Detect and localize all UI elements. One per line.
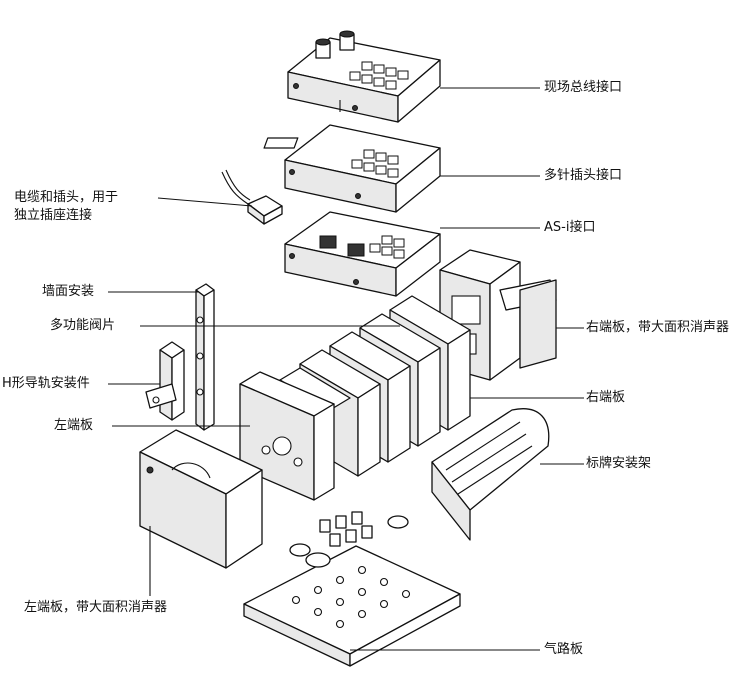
leader-lines (108, 87, 584, 651)
cable-plug (221, 169, 283, 225)
label-right-endplate-silencer: 右端板，带大面积消声器 (586, 320, 730, 335)
multipin-module (263, 124, 441, 213)
left-endplate-silencer (139, 429, 263, 569)
wall-mount (195, 283, 215, 431)
label-base-plate: 气路板 (544, 642, 584, 657)
h-rail-bracket (145, 341, 185, 421)
label-wall-mount: 墙面安装 (42, 284, 95, 299)
label-cable-plug-line2: 独立插座连接 (14, 208, 93, 223)
label-h-rail-mount: H形导轨安装件 (2, 376, 90, 391)
sign-holder (431, 408, 550, 541)
asi-module (284, 211, 441, 297)
label-left-endplate: 左端板 (54, 418, 94, 433)
label-cable-plug-line1: 电缆和插头，用于 (14, 190, 119, 205)
label-multipin-interface: 多针插头接口 (544, 168, 623, 183)
right-endplate-silencer (439, 249, 557, 381)
label-left-endplate-silencer: 左端板，带大面积消声器 (24, 600, 168, 615)
base-plate (243, 511, 461, 667)
label-right-endplate: 右端板 (586, 390, 626, 405)
fieldbus-module (287, 30, 441, 123)
label-asi-interface: AS-i接口 (544, 220, 596, 235)
label-sign-holder: 标牌安装架 (586, 456, 652, 471)
label-fieldbus-interface: 现场总线接口 (544, 80, 623, 95)
label-valve-slice: 多功能阀片 (50, 318, 116, 333)
